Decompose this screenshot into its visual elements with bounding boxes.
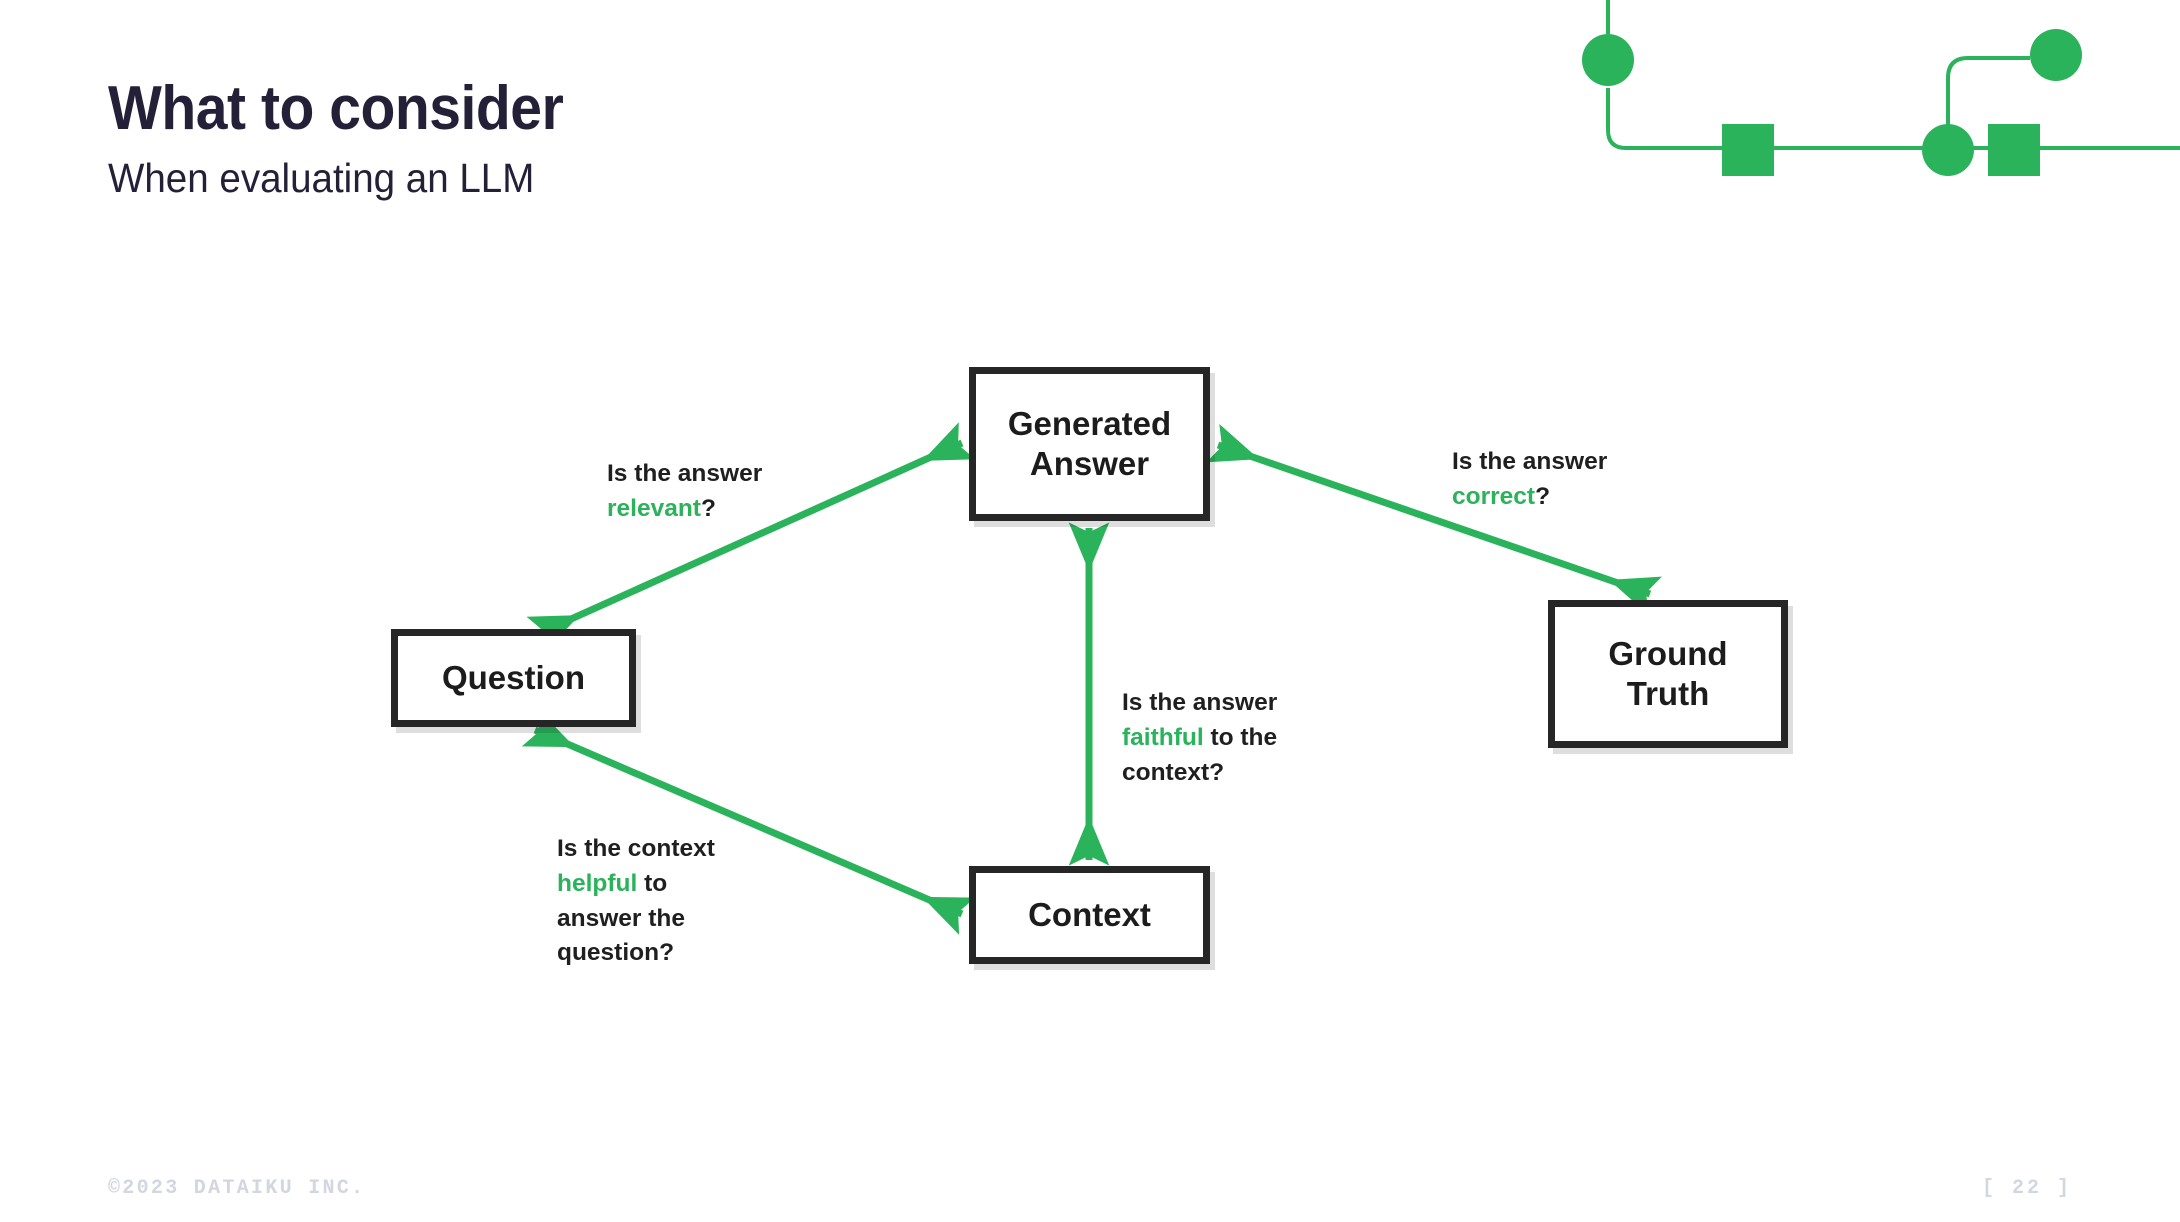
edge-correct <box>1206 423 1662 616</box>
edge-label-highlight: relevant <box>607 494 701 522</box>
edge-label-highlight: correct <box>1452 482 1536 510</box>
edge-relevant <box>526 422 976 654</box>
edge-label-text: Is the answer <box>607 460 763 487</box>
edge-label-highlight: helpful <box>557 869 638 897</box>
edge-label-text: Is the answer <box>1452 448 1608 475</box>
node-context[interactable]: Context <box>969 866 1210 964</box>
node-label: Context <box>1028 895 1151 933</box>
edge-label-tail: answer the question? <box>557 904 685 967</box>
node-label: Question <box>441 658 585 696</box>
edge-label-helpful: Is the context helpful to answer the que… <box>557 832 757 971</box>
page-subtitle: When evaluating an LLM <box>108 155 535 201</box>
edge-label-suffix: to <box>637 869 668 897</box>
edge-label-text: Is the answer <box>1122 689 1278 716</box>
edge-label-faithful: Is the answer faithful to the context? <box>1122 686 1337 790</box>
edge-helpful <box>521 709 976 935</box>
edge-label-suffix: ? <box>1535 482 1551 510</box>
node-question[interactable]: Question <box>391 629 636 727</box>
edge-label-tail: context? <box>1122 758 1225 786</box>
edge-label-text: Is the context <box>557 835 715 862</box>
edge-label-relevant: Is the answer relevant? <box>607 457 837 527</box>
edge-label-suffix: to the <box>1203 723 1278 751</box>
page-title: What to consider <box>108 74 564 143</box>
edge-label-suffix: ? <box>700 494 716 522</box>
edge-label-highlight: faithful <box>1122 723 1204 751</box>
slide-header: What to consider When evaluating an LLM <box>108 78 1308 199</box>
footer-copyright: ©2023 DATAIKU INC. <box>108 1177 366 1200</box>
footer-page-number: [ 22 ] <box>1981 1177 2072 1200</box>
edge-label-correct: Is the answer correct? <box>1452 445 1682 515</box>
